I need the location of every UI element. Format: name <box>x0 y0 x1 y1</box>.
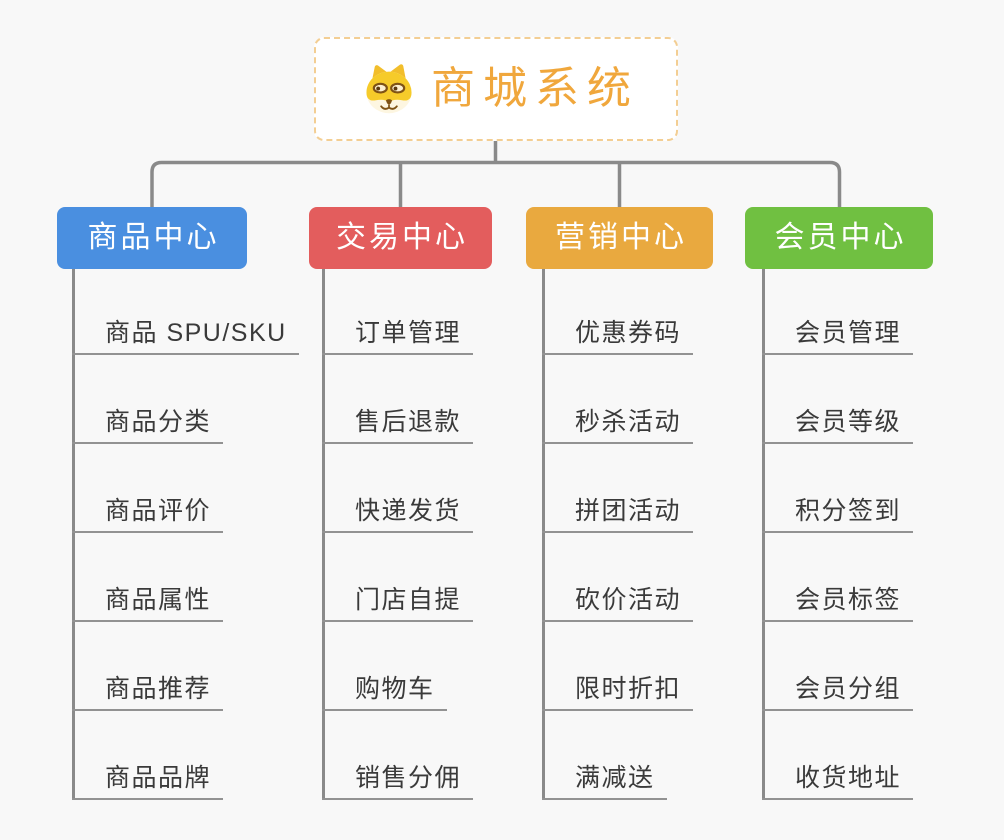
branch-label: 营销中心 <box>555 221 687 254</box>
leaf-item[interactable]: 满减送 <box>542 752 667 800</box>
leaf-item[interactable]: 限时折扣 <box>542 663 694 711</box>
root-node[interactable]: 商城系统 <box>314 37 678 141</box>
branch-trunk-line <box>72 269 75 800</box>
branch-trunk-line <box>762 269 765 800</box>
leaf-item[interactable]: 会员分组 <box>762 663 914 711</box>
leaf-item[interactable]: 订单管理 <box>322 307 474 355</box>
leaf-item[interactable]: 会员等级 <box>762 396 914 444</box>
leaf-item[interactable]: 优惠券码 <box>542 307 694 355</box>
leaf-item[interactable]: 售后退款 <box>322 396 474 444</box>
branch-box[interactable]: 会员中心 <box>745 207 933 269</box>
leaf-item[interactable]: 会员管理 <box>762 307 914 355</box>
branch-label: 交易中心 <box>336 221 468 254</box>
branch-box[interactable]: 营销中心 <box>526 207 713 269</box>
leaf-item[interactable]: 销售分佣 <box>322 752 474 800</box>
leaf-item[interactable]: 砍价活动 <box>542 574 694 622</box>
leaf-item[interactable]: 门店自提 <box>322 574 474 622</box>
branch-box[interactable]: 交易中心 <box>309 207 492 269</box>
branch-trunk-line <box>322 269 325 800</box>
leaf-item[interactable]: 商品属性 <box>72 574 224 622</box>
branch-box[interactable]: 商品中心 <box>57 207 247 269</box>
branch-bus-line <box>150 160 842 207</box>
root-title: 商城系统 <box>431 64 639 113</box>
branch-trunk-line <box>542 269 545 800</box>
leaf-item[interactable]: 会员标签 <box>762 574 914 622</box>
leaf-item[interactable]: 收货地址 <box>762 752 914 800</box>
branch-label: 会员中心 <box>774 221 907 254</box>
leaf-item[interactable]: 商品推荐 <box>72 663 224 711</box>
leaf-item[interactable]: 商品品牌 <box>72 752 224 800</box>
dog-face-icon <box>366 64 412 114</box>
leaf-item[interactable]: 积分签到 <box>762 485 914 533</box>
leaf-item[interactable]: 商品 SPU/SKU <box>72 307 299 355</box>
leaf-item[interactable]: 秒杀活动 <box>542 396 694 444</box>
branch-label: 商品中心 <box>87 221 220 254</box>
leaf-item[interactable]: 拼团活动 <box>542 485 694 533</box>
leaf-item[interactable]: 商品分类 <box>72 396 224 444</box>
leaf-item[interactable]: 快递发货 <box>322 485 474 533</box>
leaf-item[interactable]: 购物车 <box>322 663 447 711</box>
leaf-item[interactable]: 商品评价 <box>72 485 224 533</box>
